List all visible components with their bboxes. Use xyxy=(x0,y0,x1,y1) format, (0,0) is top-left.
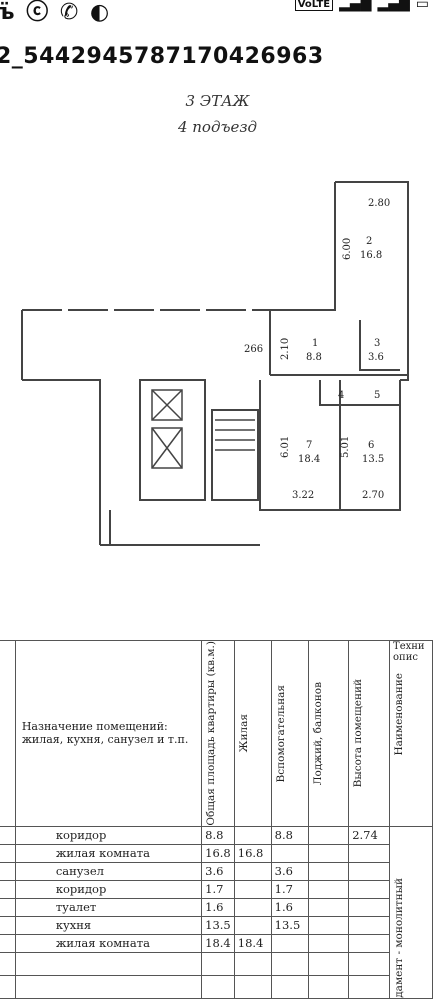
dim-label: 3.22 xyxy=(292,490,314,501)
signal-icon: ▂▄▆ xyxy=(339,0,372,12)
status-icons-left: ъ̈ ⓒ ✆ ◐ xyxy=(0,0,112,25)
header-name: Наименование xyxy=(393,673,406,756)
room-area: 16.8 xyxy=(360,250,382,261)
dim-label: 2.70 xyxy=(362,490,384,501)
dim-label: 5.01 xyxy=(340,436,351,458)
floor-plan: 2.80 2 16.8 6.00 1 8.8 2.10 266 3 3.6 4 … xyxy=(21,181,409,546)
volte-icon: VoLTE xyxy=(294,0,334,11)
room-area: 18.4 xyxy=(298,454,320,465)
room-area: 13.5 xyxy=(362,454,384,465)
room-area: 8.8 xyxy=(306,352,322,363)
header-loggia: Лоджий, балконов xyxy=(311,681,324,785)
dim-label: 2.80 xyxy=(368,198,390,209)
header-aux: Вспомогательная xyxy=(274,684,287,783)
room-number: 7 xyxy=(306,440,312,451)
floor-title: 3 ЭТАЖ xyxy=(185,92,250,110)
header-tech: Техни опис Наименование xyxy=(389,640,433,827)
signal-icon-2: ▂▄▆ xyxy=(377,0,410,12)
dim-label: 266 xyxy=(244,344,263,355)
room-area: 3.6 xyxy=(368,352,384,363)
room-number: 1 xyxy=(312,338,318,349)
header-height: Высота помещений xyxy=(352,679,365,788)
dim-label: 6.00 xyxy=(342,238,353,260)
header-living: Жилая xyxy=(237,714,250,753)
room-number: 6 xyxy=(368,440,374,451)
entrance-title: 4 подъезд xyxy=(177,118,258,136)
side-note: дамент - монолитный xyxy=(393,877,406,998)
dim-label: 2.10 xyxy=(280,338,291,360)
rooms-table: Назначение помещений: жилая, кухня, сану… xyxy=(0,640,433,999)
dim-label: 6.01 xyxy=(280,436,291,458)
status-icons-right: VoLTE ▂▄▆ ▂▄▆ ▭ xyxy=(294,0,429,12)
room-number: 2 xyxy=(366,236,372,247)
status-bar: ъ̈ ⓒ ✆ ◐ VoLTE ▂▄▆ ▂▄▆ ▭ xyxy=(0,0,435,25)
document-filename: 2_5442945787170426963 xyxy=(0,44,324,69)
battery-icon: ▭ xyxy=(415,0,429,12)
room-number: 5 xyxy=(374,390,380,401)
header-purpose: Назначение помещений: жилая, кухня, сану… xyxy=(14,640,203,827)
room-number: 3 xyxy=(374,338,380,349)
room-number: 4 xyxy=(338,390,344,401)
header-total: Общая площадь квартиры (кв.м.) xyxy=(205,641,218,826)
